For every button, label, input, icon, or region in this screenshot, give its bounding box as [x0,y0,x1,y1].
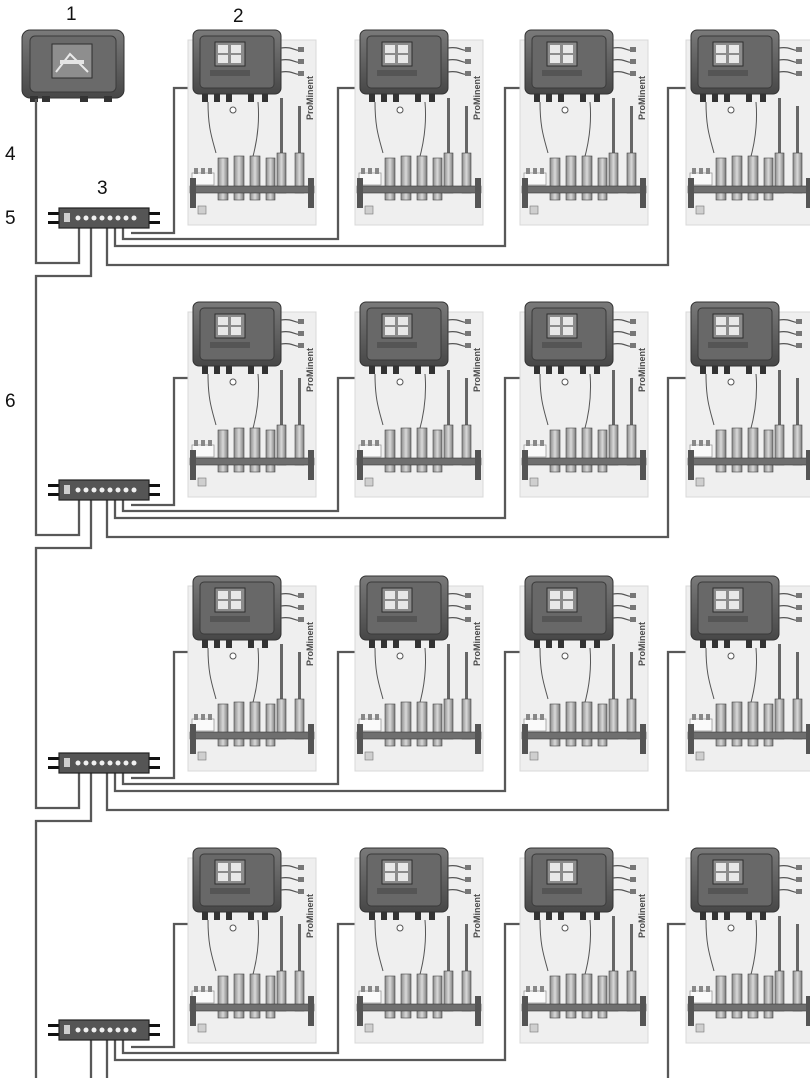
panel-brand-logo: ProMinent [305,76,315,120]
controller-panel [187,301,317,498]
controller-panel [354,847,484,1044]
controller-panel [354,301,484,498]
controller-panel [685,301,810,498]
panel-brand-logo: ProMinent [637,348,647,392]
controller-panel [519,575,649,772]
controller-panel [187,29,317,226]
panel-brand-logo: ProMinent [472,76,482,120]
panel-brand-marks: ProMinent ProMinent ProMinent ProMinent … [305,76,647,938]
controller-panel [187,847,317,1044]
panel-brand-logo: ProMinent [305,894,315,938]
panel-brand-logo: ProMinent [472,622,482,666]
controller-panel [685,575,810,772]
network-switch [47,752,161,774]
label-cable-trunk: 6 [5,391,16,412]
network-switch [47,207,161,229]
controller-panel [354,29,484,226]
gateway-device [21,29,125,102]
label-gateway: 1 [66,4,77,25]
controller-panel [685,29,810,226]
label-switch: 3 [97,178,108,199]
trunk-cable-row3 [34,500,93,810]
panel-brand-logo: ProMinent [305,348,315,392]
panel-brand-logo: ProMinent [305,622,315,666]
controller-panel [519,847,649,1044]
network-switch [47,479,161,501]
controller-panel [519,301,649,498]
panel-brand-logo: ProMinent [472,894,482,938]
controller-panel [187,575,317,772]
network-switch [47,1019,161,1041]
panel-brand-logo: ProMinent [637,894,647,938]
controller-panel [685,847,810,1044]
controller-panel [519,29,649,226]
panel-brand-logo: ProMinent [637,76,647,120]
label-cable-link: 5 [5,208,16,229]
trunk-cable-row4 [34,773,93,1078]
label-cable-uplink: 4 [5,144,16,165]
cable-gateway-to-switch [34,99,81,265]
network-switches [47,207,161,1041]
trunk-cable-row2 [34,228,93,537]
callout-labels: 1 2 3 4 5 6 [5,4,244,412]
label-panel: 2 [233,6,244,27]
panel-brand-logo: ProMinent [637,622,647,666]
panel-brand-logo: ProMinent [472,348,482,392]
controller-panel [354,575,484,772]
